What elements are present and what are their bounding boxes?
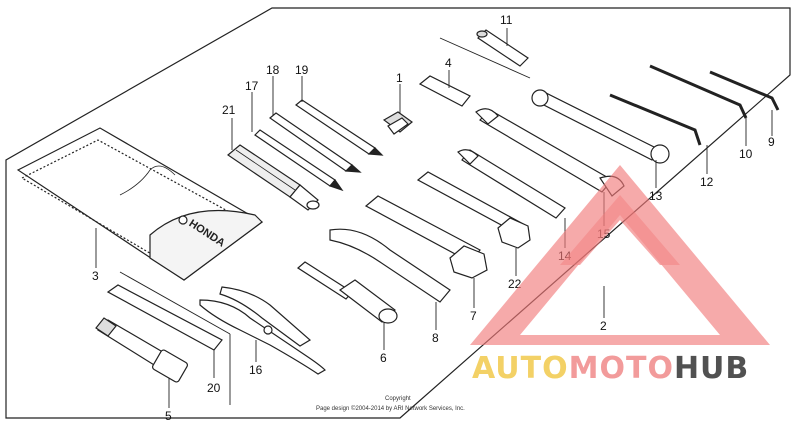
copyright-line-1: Copyright — [385, 396, 411, 402]
socket-6 — [296, 261, 398, 324]
copyright-line-2: Page design ©2004-2014 by ARI Network Se… — [316, 405, 465, 412]
watermark-logo: AUTOMOTOHUB — [470, 165, 770, 386]
socket-wrench-5 — [95, 317, 188, 383]
wrench-7 — [364, 195, 488, 279]
callout-4: 4 — [445, 56, 452, 70]
callout-20: 20 — [207, 381, 221, 395]
callout-9: 9 — [768, 135, 775, 149]
watermark-moto: MOTO — [569, 351, 674, 386]
callout-11: 11 — [500, 13, 513, 27]
screwdriver-17 — [254, 129, 344, 192]
callout-18: 18 — [266, 63, 280, 77]
wrench-13 — [531, 89, 670, 164]
callout-1: 1 — [396, 71, 403, 85]
callout-13: 13 — [649, 189, 663, 203]
watermark-triangle-icon — [470, 165, 770, 345]
watermark-hub: HUB — [674, 351, 749, 386]
callout-12: 12 — [700, 175, 714, 189]
screwdriver-handle-21 — [227, 144, 320, 211]
callout-3: 3 — [92, 269, 99, 283]
wrench-22 — [416, 171, 531, 249]
callout-8: 8 — [432, 331, 439, 345]
callout-16: 16 — [249, 363, 263, 377]
tool-20 — [106, 284, 223, 351]
leader-lines — [95, 28, 773, 408]
wrench-14 — [457, 149, 566, 219]
callout-17: 17 — [245, 79, 259, 93]
tool-8 — [329, 228, 451, 303]
watermark-auto: AUTO — [472, 351, 569, 386]
tool-4 — [418, 75, 471, 107]
pin-11 — [476, 29, 529, 67]
tool-pouch: HONDA — [16, 127, 264, 281]
callout-5: 5 — [165, 409, 172, 423]
callout-10: 10 — [739, 147, 753, 161]
pliers-16 — [199, 286, 326, 375]
callout-19: 19 — [295, 63, 309, 77]
hex-key-10 — [649, 64, 748, 119]
screwdriver-18 — [269, 112, 362, 173]
svg-text:AUTOMOTOHUB: AUTOMOTOHUB — [472, 351, 749, 386]
tool-clip-1 — [382, 111, 413, 135]
callout-21: 21 — [222, 103, 236, 117]
callout-6: 6 — [380, 351, 387, 365]
hex-key-12 — [609, 93, 702, 146]
callout-7: 7 — [470, 309, 477, 323]
callout-2: 2 — [600, 319, 607, 333]
screwdriver-19 — [295, 99, 384, 156]
hex-key-9 — [709, 70, 780, 111]
diagram-frame — [5, 7, 791, 419]
